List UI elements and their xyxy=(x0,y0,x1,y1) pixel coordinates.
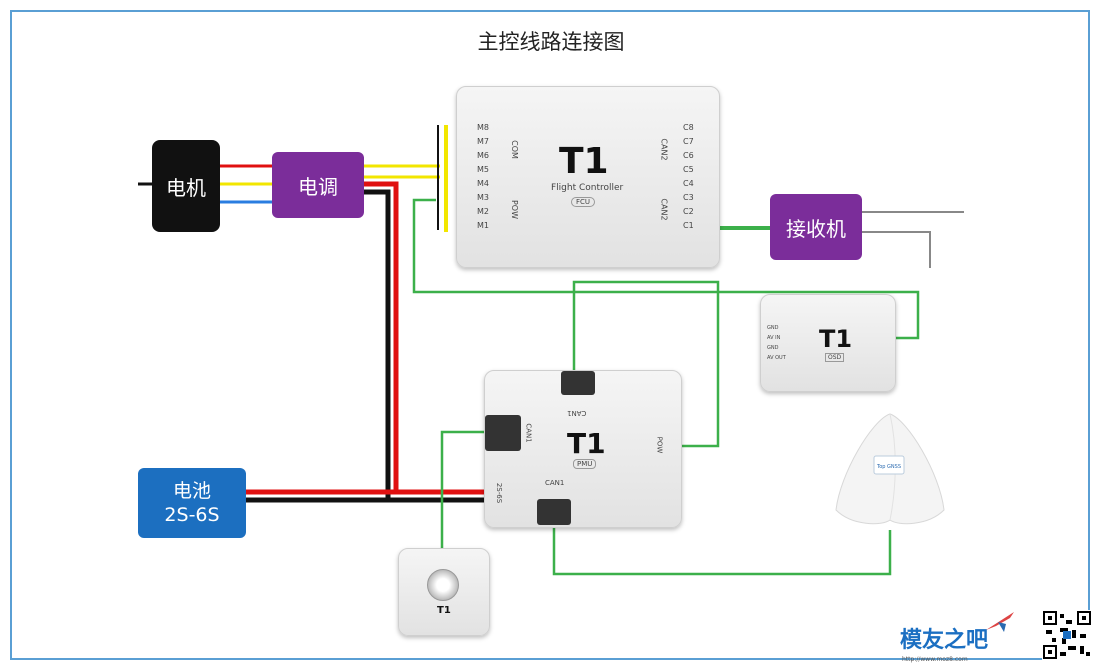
diagram-frame xyxy=(10,10,1090,660)
fc-right-pin-8: C1 xyxy=(683,221,694,230)
motor-block: 电机 xyxy=(152,140,220,232)
pmu-port-can1-top: CAN1 xyxy=(567,409,587,417)
fc-left-pin-5: M4 xyxy=(477,179,489,188)
led-module: T1 xyxy=(398,548,490,636)
pmu-badge: PMU xyxy=(573,459,597,469)
watermark-logo: 模友之吧 xyxy=(900,628,989,653)
battery-block: 电池 2S-6S xyxy=(138,468,246,538)
osd-pin-2: AV IN xyxy=(767,335,781,341)
fc-right-pin-1: C8 xyxy=(683,123,694,132)
gps-label: Top GNSS xyxy=(876,464,901,470)
fc-right-pin-7: C2 xyxy=(683,207,694,216)
fc-badge: FCU xyxy=(571,197,596,207)
pmu-bottom-port xyxy=(537,499,571,525)
fc-port-com: COM xyxy=(509,140,519,159)
esc-label: 电调 xyxy=(298,174,338,199)
led-brand: T1 xyxy=(437,605,451,616)
esc-power-black-wire xyxy=(364,189,391,498)
fc-left-pin-6: M3 xyxy=(477,193,489,202)
esc-block: 电调 xyxy=(272,152,364,218)
osd-module: T1 OSD GND AV IN GND AV OUT xyxy=(760,294,896,392)
airplane-icon xyxy=(986,612,1014,632)
watermark-url: http://www.moz8.com xyxy=(902,656,968,663)
fc-model: Flight Controller xyxy=(551,183,624,193)
osd-pin-1: GND xyxy=(767,325,779,331)
led-green-wire xyxy=(440,430,484,548)
pmu-port-can1-left: CAN1 xyxy=(524,423,533,443)
fc-right-pin-6: C3 xyxy=(683,193,694,202)
fc-left-pin-3: M6 xyxy=(477,151,489,160)
gps-green-wire xyxy=(552,522,892,576)
fc-right-pin-2: C7 xyxy=(683,137,694,146)
flight-controller: T1 Flight Controller FCU M8 M7 M6 M5 M4 … xyxy=(456,86,720,268)
osd-pin-3: GND xyxy=(767,345,779,351)
fc-left-pin-1: M8 xyxy=(477,123,489,132)
fc-left-pin-4: M5 xyxy=(477,165,489,174)
pmu-top-green-wire xyxy=(572,280,720,448)
fc-right-pin-3: C6 xyxy=(683,151,694,160)
esc-power-red-wire xyxy=(364,181,399,492)
fc-to-osd-green-wire xyxy=(412,198,920,340)
pmu-brand: T1 xyxy=(567,427,606,460)
receiver-out-wire-2 xyxy=(862,231,931,268)
osd-pin-4: AV OUT xyxy=(767,355,786,361)
pmu-module: T1 PMU CAN1 CAN1 CAN1 POW 2S-6S xyxy=(484,370,682,528)
fc-left-pin-8: M1 xyxy=(477,221,489,230)
diagram-title: 主控线路连接图 xyxy=(477,30,625,54)
motor-label: 电机 xyxy=(166,175,206,200)
pmu-port-pow: POW xyxy=(655,436,664,454)
battery-spec: 2S-6S xyxy=(164,504,220,526)
pmu-port-can1-bottom: CAN1 xyxy=(545,479,565,487)
fc-port-pow: POW xyxy=(510,199,520,220)
fc-port-can2-top: CAN2 xyxy=(659,138,669,161)
fc-left-pin-2: M7 xyxy=(477,137,489,146)
gps-module: Top GNSS xyxy=(835,413,945,525)
fc-right-pin-5: C4 xyxy=(683,179,694,188)
receiver-block: 接收机 xyxy=(770,194,862,260)
qr-code-icon xyxy=(1042,610,1092,660)
osd-brand: T1 xyxy=(819,325,853,353)
fc-brand: T1 xyxy=(559,141,609,182)
battery-label: 电池 xyxy=(172,480,211,502)
fc-port-can2-bottom: CAN2 xyxy=(659,198,669,221)
pmu-left-port xyxy=(485,415,521,451)
led-button-icon xyxy=(427,569,459,601)
fc-left-pin-7: M2 xyxy=(477,207,489,216)
pmu-port-bat: 2S-6S xyxy=(495,482,504,504)
fc-right-pin-4: C5 xyxy=(683,165,694,174)
osd-badge: OSD xyxy=(825,353,845,362)
pmu-top-port xyxy=(561,371,595,395)
receiver-label: 接收机 xyxy=(786,216,846,241)
